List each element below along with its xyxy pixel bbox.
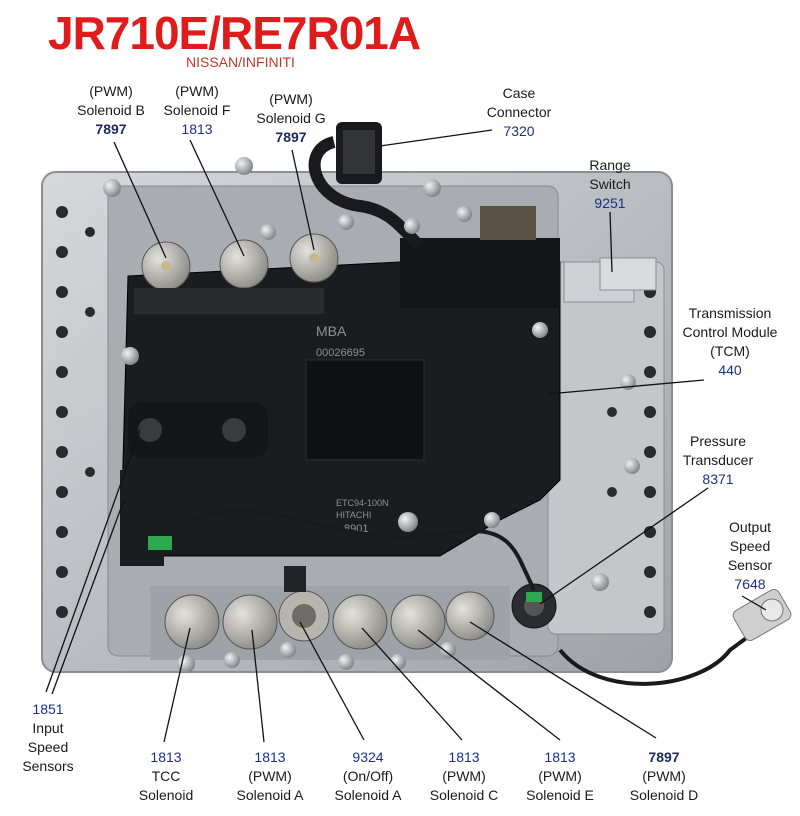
harness-connector [148,536,172,550]
label-line: (PWM) [175,83,219,99]
label-line: Case [502,85,536,101]
label-number: 7897 [95,121,127,137]
module-part: ETC94-100N [336,498,389,508]
leader-solenoid-c [361,627,463,741]
label-number: 1813 [150,749,182,765]
label-line: Solenoid F [163,102,231,118]
label-line: (PWM) [538,768,582,784]
leader-case-connector [379,129,493,147]
leader-range-switch [609,211,613,273]
leader-input-speed-sensor-2 [51,499,125,695]
leader-onoff-solenoid-a [299,621,365,741]
label-line: Range [589,157,631,173]
leader-tcc-solenoid [163,627,191,743]
label-line: Solenoid D [629,787,699,803]
leader-tcm [547,379,705,395]
label-tcm: Transmission Control Module (TCM) 440 [664,304,796,380]
label-pressure-transducer: Pressure Transducer 8371 [670,432,766,489]
leader-output-speed-sensor [741,595,767,611]
label-line: Speed [729,538,771,554]
diagram-title: JR710E/RE7R01A [48,7,421,59]
label-line: (PWM) [248,768,292,784]
label-range-switch: Range Switch 9251 [570,156,650,213]
label-line: (PWM) [269,91,313,107]
leader-solenoid-f [189,139,245,257]
label-number: 7897 [275,129,307,145]
label-number: 9324 [352,749,384,765]
label-line: Speed [27,739,69,755]
label-line: Switch [589,176,631,192]
leader-pwm-solenoid-a [251,629,265,743]
tcm-module: MBA 00026695 ETC94-100N HITACHI 8901 [121,238,561,557]
output-speed-sensor-part [732,588,792,642]
label-number: 1813 [544,749,576,765]
label-line: Sensor [727,557,773,573]
wire-harness [168,509,762,686]
label-line: Sensors [22,758,74,774]
leader-lines [45,129,767,743]
label-output-speed-sensor: Output Speed Sensor 7648 [710,518,790,594]
label-line: Solenoid E [526,787,594,803]
module-brand: MBA [316,323,347,339]
label-line: Control Module [682,324,778,340]
pressure-transducer-part [511,583,557,629]
leader-input-speed-sensor-1 [45,429,141,693]
label-solenoid-e: 1813 (PWM) Solenoid E [512,748,608,805]
label-input-speed-sensors: 1851 Input Speed Sensors [8,700,88,776]
label-line: Transducer [682,452,754,468]
label-line: (PWM) [442,768,486,784]
input-speed-sensors-part [120,402,268,566]
label-line: Solenoid [138,787,194,803]
label-onoff-solenoid-a: 9324 (On/Off) Solenoid A [320,748,416,805]
label-number: 1813 [448,749,480,765]
leader-solenoid-e [417,629,561,741]
module-serial: 00026695 [316,347,365,359]
label-solenoid-g: (PWM) Solenoid G 7897 [246,90,336,147]
label-line: Transmission [688,305,772,321]
label-line: Connector [486,104,552,120]
label-case-connector: Case Connector 7320 [474,84,564,141]
leader-pressure-transducer [539,487,709,605]
label-number: 1851 [32,701,64,717]
label-pwm-solenoid-a: 1813 (PWM) Solenoid A [222,748,318,805]
leader-solenoid-g [291,149,315,251]
label-solenoid-f: (PWM) Solenoid F 1813 [152,82,242,139]
leader-solenoid-b [113,141,167,259]
leader-solenoid-d [469,621,657,739]
label-solenoid-b: (PWM) Solenoid B 7897 [66,82,156,139]
range-switch-part [480,206,657,303]
label-line: (PWM) [642,768,686,784]
bolts [103,157,640,673]
label-number: 440 [718,362,742,378]
label-line: Solenoid A [334,787,402,803]
label-line: Solenoid A [236,787,304,803]
label-number: 8371 [702,471,734,487]
label-line: (TCM) [710,343,750,359]
case-connector-part [308,122,425,251]
label-number: 7320 [503,123,535,139]
label-number: 7648 [734,576,766,592]
bottom-solenoids [150,566,510,660]
label-line: Solenoid C [429,787,499,803]
label-number: 7897 [648,749,680,765]
label-line: Output [728,519,772,535]
label-tcc-solenoid: 1813 TCC Solenoid [126,748,206,805]
label-solenoid-c: 1813 (PWM) Solenoid C [416,748,512,805]
label-line: Pressure [689,433,747,449]
label-line: Solenoid G [256,110,326,126]
label-number: 1813 [181,121,213,137]
label-line: TCC [151,768,181,784]
label-line: Input [32,720,64,736]
top-solenoids [134,233,339,314]
module-maker: HITACHI [336,510,371,520]
label-number: 9251 [594,195,626,211]
label-number: 1813 [254,749,286,765]
label-line: (On/Off) [342,768,394,784]
label-line: Solenoid B [77,102,145,118]
label-line: (PWM) [89,83,133,99]
label-solenoid-d: 7897 (PWM) Solenoid D [612,748,716,805]
diagram-subtitle: NISSAN/INFINITI [186,54,295,70]
